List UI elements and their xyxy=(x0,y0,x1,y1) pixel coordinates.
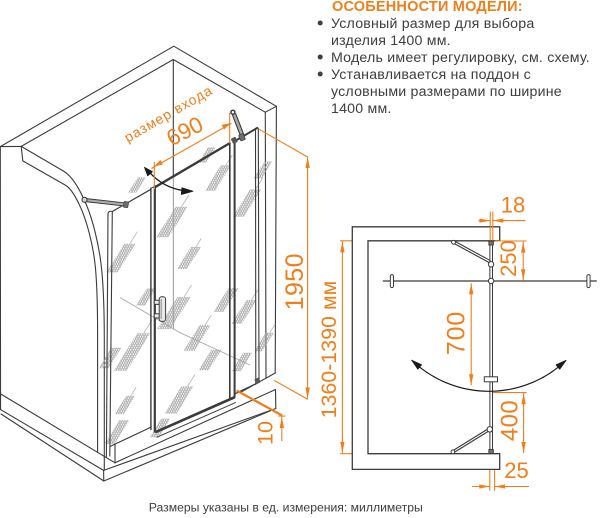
svg-text:10: 10 xyxy=(254,421,278,445)
svg-text:Модель имеет регулировку, см.: Модель имеет регулировку, см. схему. xyxy=(331,50,590,66)
svg-text:Устанавливается на поддон с: Устанавливается на поддон с xyxy=(331,67,531,83)
svg-text:700: 700 xyxy=(443,311,471,355)
svg-text:Размеры указаны в ед. измерени: Размеры указаны в ед. измерения: миллиме… xyxy=(149,501,423,515)
svg-text:18: 18 xyxy=(501,193,525,218)
svg-text:условными размерами по ширине: условными размерами по ширине xyxy=(331,84,562,100)
svg-text:1400 мм.: 1400 мм. xyxy=(331,101,392,117)
svg-text:ОСОБЕННОСТИ МОДЕЛИ:: ОСОБЕННОСТИ МОДЕЛИ: xyxy=(332,0,523,15)
svg-text:25: 25 xyxy=(504,458,528,483)
svg-text:1950: 1950 xyxy=(281,253,309,310)
svg-text:Условный размер для выбора: Условный размер для выбора xyxy=(331,16,534,32)
svg-text:400: 400 xyxy=(497,400,524,441)
svg-text:изделия 1400 мм.: изделия 1400 мм. xyxy=(331,33,451,49)
svg-text:250: 250 xyxy=(496,240,521,277)
svg-text:1360-1390 мм: 1360-1390 мм xyxy=(318,281,341,419)
